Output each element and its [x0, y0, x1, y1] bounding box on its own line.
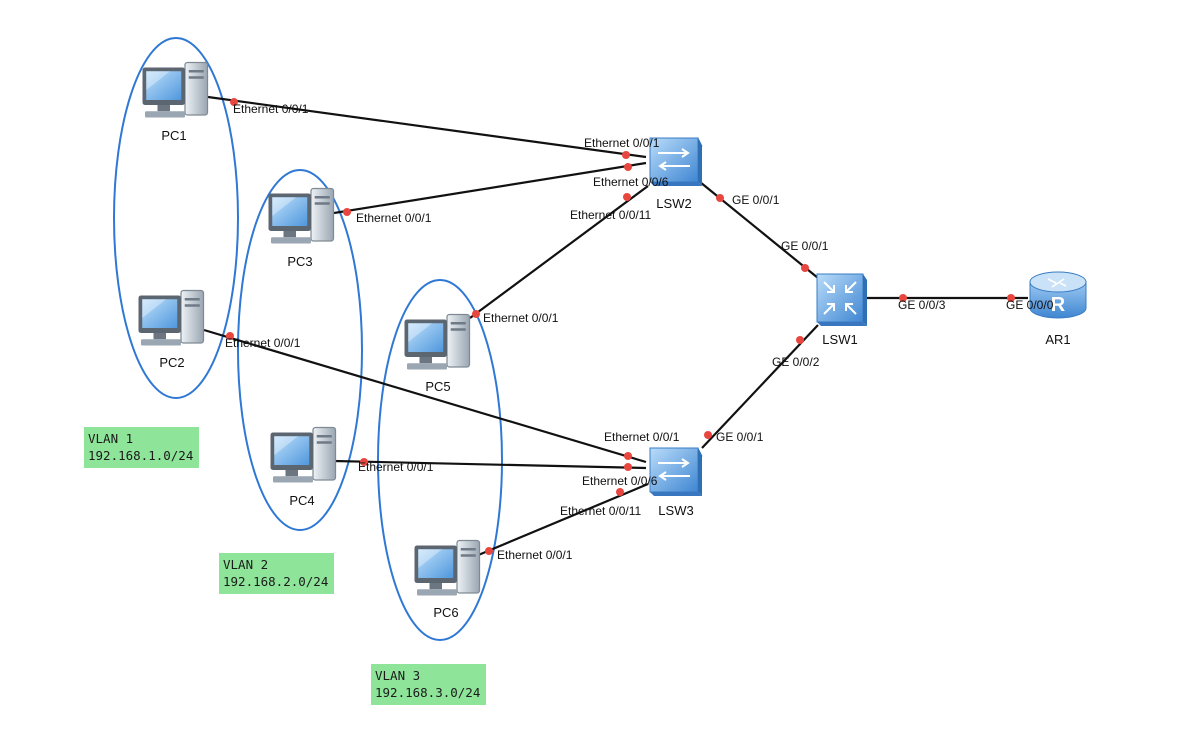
lsw2[interactable]: LSW2 [649, 137, 703, 211]
lsw3-label: LSW3 [658, 503, 693, 518]
port-label-lsw3-e11: Ethernet 0/0/11 [560, 504, 641, 518]
vlan1-name: VLAN 1 [88, 431, 134, 446]
vlan2-info: VLAN 2 192.168.2.0/24 [219, 553, 335, 594]
port-label-pc4-e1: Ethernet 0/0/1 [358, 460, 434, 474]
link-pc6-lsw3[interactable] [475, 482, 649, 558]
pc-icon [269, 426, 337, 484]
port-dot [624, 163, 632, 171]
pc-icon [137, 289, 205, 347]
port-dot [624, 463, 632, 471]
port-label-ar1-ge0: GE 0/0/0 [1006, 298, 1054, 312]
pc3[interactable]: PC3 [267, 187, 335, 270]
link-pc2-lsw3[interactable] [203, 328, 647, 464]
port-label-lsw3-e1: Ethernet 0/0/1 [604, 430, 680, 444]
pc6[interactable]: PC6 [413, 539, 481, 621]
port-dot [796, 336, 804, 344]
port-label-lsw1-ge1: GE 0/0/1 [781, 239, 829, 253]
port-dot [230, 98, 238, 106]
vlan3-name: VLAN 3 [375, 668, 421, 683]
port-dots [226, 98, 1015, 555]
port-dot [716, 194, 724, 202]
port-label-pc5-e1: Ethernet 0/0/1 [483, 311, 559, 325]
port-label-lsw2-e1: Ethernet 0/0/1 [584, 136, 660, 150]
vlan-rings [113, 37, 503, 641]
port-dot [801, 264, 809, 272]
port-dot [1007, 294, 1015, 302]
ar1[interactable]: AR1 [1029, 271, 1087, 347]
vlan3-subnet: 192.168.3.0/24 [375, 685, 481, 700]
port-label-lsw3-e6: Ethernet 0/0/6 [582, 474, 658, 488]
port-dot [899, 294, 907, 302]
lsw1[interactable]: LSW1 [816, 273, 868, 347]
port-label-lsw2-e11: Ethernet 0/0/11 [570, 208, 651, 222]
link-pc1-lsw2[interactable] [207, 95, 647, 159]
port-dot [623, 193, 631, 201]
link-pc3-lsw2[interactable] [333, 161, 647, 215]
ar1-label: AR1 [1045, 332, 1070, 347]
vlan1-subnet: 192.168.1.0/24 [88, 448, 194, 463]
link-pc5-lsw2[interactable] [469, 185, 649, 319]
pc2-label: PC2 [159, 355, 184, 370]
port-label-pc1-e1: Ethernet 0/0/1 [233, 102, 309, 116]
devices: PC1 PC2 PC3 PC4 PC5 PC6 LSW2 LSW3 [137, 61, 1087, 621]
pc2[interactable]: PC2 [137, 289, 205, 371]
pc5-label: PC5 [425, 379, 450, 394]
port-dot [704, 431, 712, 439]
pc6-label: PC6 [433, 605, 458, 620]
port-dot [343, 208, 351, 216]
vlan1-ring [113, 37, 239, 399]
port-label-lsw3-ge1: GE 0/0/1 [716, 430, 764, 444]
port-label-pc3-e1: Ethernet 0/0/1 [356, 211, 432, 225]
vlan3-info: VLAN 3 192.168.3.0/24 [371, 664, 487, 705]
vlan1-info: VLAN 1 192.168.1.0/24 [84, 427, 200, 468]
pc4-label: PC4 [289, 493, 314, 508]
pc-icon [267, 187, 335, 245]
port-label-pc2-e1: Ethernet 0/0/1 [225, 336, 301, 350]
port-dot [226, 332, 234, 340]
vlan2-subnet: 192.168.2.0/24 [223, 574, 329, 589]
pc4[interactable]: PC4 [269, 426, 337, 509]
pc3-label: PC3 [287, 254, 312, 269]
port-dot [485, 547, 493, 555]
pc-icon [413, 539, 481, 597]
port-dot [360, 458, 368, 466]
switch-icon [649, 447, 703, 497]
port-label-lsw2-e6: Ethernet 0/0/6 [593, 175, 669, 189]
link-pc4-lsw3[interactable] [333, 459, 647, 470]
pc1-label: PC1 [161, 128, 186, 143]
port-dot [472, 310, 480, 318]
pc-icon [403, 313, 471, 371]
port-label-lsw1-ge3: GE 0/0/3 [898, 298, 946, 312]
vlan3-ring [377, 279, 503, 641]
port-labels: Ethernet 0/0/1 Ethernet 0/0/1 Ethernet 0… [225, 102, 1054, 562]
pc-icon [141, 61, 209, 119]
core-switch-icon [816, 273, 868, 327]
lsw3[interactable]: LSW3 [649, 447, 703, 518]
port-label-pc6-e1: Ethernet 0/0/1 [497, 548, 573, 562]
port-label-lsw1-ge2: GE 0/0/2 [772, 355, 820, 369]
vlan2-ring [237, 169, 363, 531]
port-dot [622, 151, 630, 159]
port-label-lsw2-ge1: GE 0/0/1 [732, 193, 780, 207]
pc1[interactable]: PC1 [141, 61, 209, 144]
links [203, 95, 1028, 558]
vlan2-name: VLAN 2 [223, 557, 269, 572]
pc5[interactable]: PC5 [403, 313, 471, 395]
port-dot [624, 452, 632, 460]
link-lsw1-lsw3[interactable] [701, 324, 819, 449]
lsw1-label: LSW1 [822, 332, 857, 347]
lsw2-label: LSW2 [656, 196, 691, 211]
port-dot [616, 488, 624, 496]
